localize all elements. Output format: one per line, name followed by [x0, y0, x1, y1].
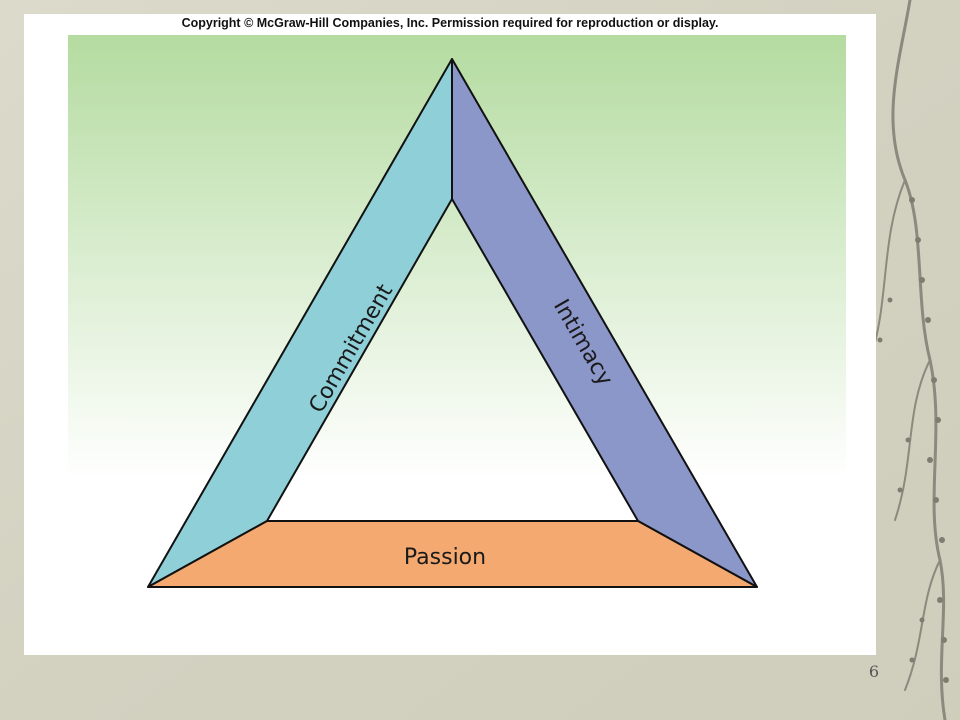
passion-side — [147, 520, 758, 588]
passion-label: Passion — [404, 545, 486, 570]
slide-card: Commitment Intimacy Passion Copyright © … — [24, 14, 876, 655]
page-number: 6 — [868, 662, 880, 681]
branch-buds — [877, 197, 949, 683]
triangle-diagram: Commitment Intimacy Passion — [68, 35, 846, 588]
copyright-notice: Copyright © McGraw-Hill Companies, Inc. … — [181, 16, 719, 30]
